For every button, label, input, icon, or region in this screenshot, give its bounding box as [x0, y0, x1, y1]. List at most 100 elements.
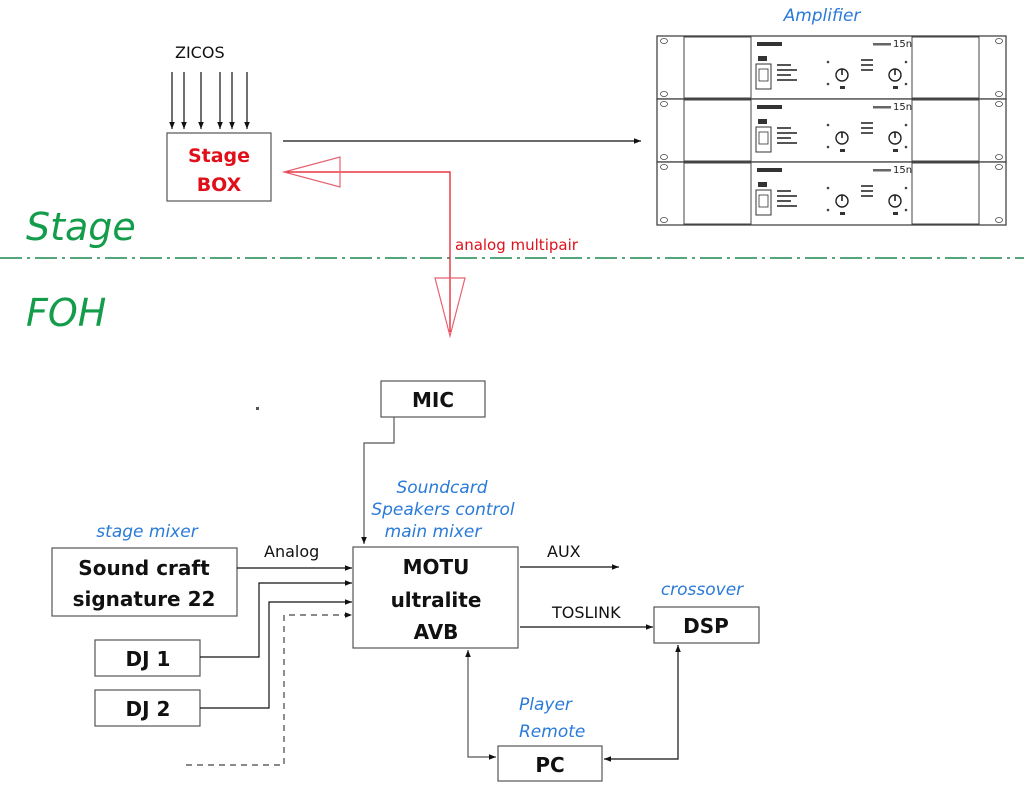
- indicator-dot: [904, 208, 908, 212]
- amplifier-model-mark: 15n: [893, 39, 912, 50]
- amplifier-model-mark: 15n: [893, 165, 912, 176]
- multipair-path: [284, 171, 451, 332]
- rack-mount-hole-icon: [995, 38, 1003, 44]
- rack-mount-hole-icon: [995, 101, 1003, 107]
- dj1-label: DJ 1: [126, 647, 171, 671]
- amplifier-model-text: [873, 169, 891, 172]
- rack-mount-hole-icon: [660, 91, 668, 97]
- status-led-label: [777, 137, 791, 139]
- foh-zone-label: FOH: [26, 291, 106, 335]
- knob-channel-label: [840, 149, 845, 152]
- stage-zone-label: Stage: [26, 205, 136, 249]
- rack-mount-hole-icon: [660, 101, 668, 107]
- motu-label-line1: MOTU: [403, 555, 470, 579]
- indicator-dot: [826, 186, 830, 190]
- amplifier-model-mark: 15n: [893, 102, 912, 113]
- dj1-box[interactable]: DJ 1: [94, 639, 201, 677]
- dsp-box[interactable]: DSP: [653, 606, 760, 644]
- pc-box-frame: [497, 745, 603, 782]
- amplifier-side-panel: [911, 36, 980, 99]
- protection-led-label: [861, 190, 873, 192]
- zicos-label: ZICOS: [175, 43, 225, 62]
- rack-mount-hole-icon: [660, 217, 668, 223]
- rack-mount-hole-icon: [995, 164, 1003, 170]
- dsp-label: DSP: [683, 614, 729, 638]
- power-switch-rocker: [758, 194, 769, 208]
- zicos-input-arrows: [169, 72, 250, 129]
- amplifier-model-text: [873, 43, 891, 46]
- amplifier-side-panel: [683, 99, 752, 162]
- indicator-dot: [904, 145, 908, 149]
- amplifier-unit[interactable]: 15n: [656, 161, 1007, 226]
- amplifier-rack[interactable]: 15n 15n 15n: [656, 35, 1007, 226]
- protection-led-label: [861, 195, 873, 197]
- amplifier-brand-logo: [757, 168, 782, 172]
- dj2-to-motu-line: [200, 599, 352, 709]
- stage-box-frame: [166, 132, 272, 202]
- rack-mount-hole-icon: [660, 38, 668, 44]
- motu-box-frame: [352, 546, 519, 649]
- status-led-label: [777, 190, 791, 192]
- optional-input-dashed-line: [186, 612, 352, 766]
- status-led-label: [777, 200, 791, 202]
- rack-mount-hole-icon: [660, 154, 668, 160]
- power-switch-rocker: [758, 68, 769, 82]
- status-led-label: [777, 74, 791, 76]
- amplifier-unit[interactable]: 15n: [656, 98, 1007, 163]
- indicator-dot: [826, 60, 830, 64]
- stage-box[interactable]: Stage BOX: [166, 132, 272, 202]
- protection-led-label: [861, 132, 873, 134]
- motu-note-line2: Speakers control: [371, 500, 515, 520]
- amplifier-side-panel: [683, 162, 752, 225]
- amplifier-unit[interactable]: 15n: [656, 35, 1007, 100]
- aux-connection-label: AUX: [547, 542, 581, 561]
- dj1-to-motu-line: [200, 580, 352, 658]
- indicator-dot: [826, 123, 830, 127]
- mic-label: MIC: [412, 388, 454, 412]
- stray-dot: [256, 407, 259, 410]
- mic-box[interactable]: MIC: [380, 380, 486, 418]
- amplifier-brand-logo: [757, 105, 782, 109]
- status-led-label: [777, 205, 797, 207]
- soundcraft-signature-22-box[interactable]: Sound craft signature 22: [51, 547, 238, 617]
- power-switch-label: [758, 119, 767, 124]
- stage-box-label-line2: BOX: [197, 174, 242, 196]
- amplifier-brand-logo: [757, 42, 782, 46]
- knob-channel-label: [893, 212, 898, 215]
- stage-mixer-note: stage mixer: [96, 522, 198, 542]
- dj2-label: DJ 2: [126, 697, 171, 721]
- amplifier-side-panel: [911, 99, 980, 162]
- dsp-box-frame: [653, 606, 760, 644]
- protection-led-label: [861, 185, 873, 187]
- analog-multipair-label: analog multipair: [455, 236, 579, 254]
- indicator-dot: [904, 82, 908, 86]
- dsp-note: crossover: [661, 580, 744, 600]
- status-led-label: [777, 127, 791, 129]
- analog-connection-label: Analog: [264, 542, 319, 561]
- power-switch-label: [758, 56, 767, 61]
- indicator-dot: [904, 60, 908, 64]
- mic-to-motu-line: [361, 417, 395, 544]
- indicator-dot: [826, 208, 830, 212]
- indicator-dot: [904, 123, 908, 127]
- status-led-label: [777, 195, 797, 197]
- knob-channel-label: [893, 86, 898, 89]
- status-led-label: [777, 79, 797, 81]
- dj2-box[interactable]: DJ 2: [94, 689, 201, 727]
- dj2-box-frame: [94, 689, 201, 727]
- soundcraft-label-line1: Sound craft: [78, 556, 210, 580]
- knob-channel-label: [893, 149, 898, 152]
- motu-label-line3: AVB: [414, 620, 459, 644]
- pc-box[interactable]: PC: [497, 745, 603, 782]
- amplifier-model-text: [873, 106, 891, 109]
- motu-ultralite-avb-box[interactable]: MOTU ultralite AVB: [352, 546, 519, 649]
- pc-note-line1: Player: [519, 695, 573, 715]
- pc-label: PC: [535, 753, 564, 777]
- indicator-dot: [904, 186, 908, 190]
- stage-box-label-line1: Stage: [188, 145, 250, 167]
- mic-box-frame: [380, 380, 486, 418]
- multipair-arrowhead-down: [434, 277, 466, 339]
- motu-note-line3: main mixer: [385, 522, 483, 542]
- knob-channel-label: [840, 212, 845, 215]
